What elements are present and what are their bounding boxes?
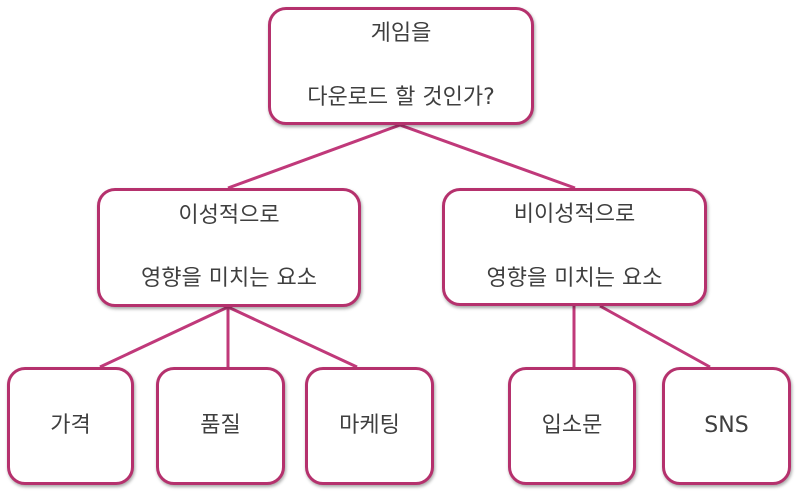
leaf-word-of-mouth: 입소문 <box>508 367 636 485</box>
leaf-price-label: 가격 <box>50 413 91 439</box>
root-node: 게임을 다운로드 할 것인가? <box>268 7 534 125</box>
leaf-price: 가격 <box>7 367 134 485</box>
edge-rational-marketing <box>227 305 358 369</box>
edge-rational-price <box>99 305 229 369</box>
edge-root-rational <box>227 123 401 190</box>
root-line-2: 다운로드 할 것인가? <box>307 84 495 110</box>
root-line-1: 게임을 <box>370 21 432 47</box>
rational-line-2: 영향을 미치는 요소 <box>141 266 317 292</box>
edge-irrational-sns <box>599 304 711 369</box>
leaf-sns: SNS <box>662 367 791 485</box>
irrational-line-1: 비이성적으로 <box>513 202 636 228</box>
irrational-factors-node: 비이성적으로 영향을 미치는 요소 <box>442 188 707 306</box>
leaf-marketing: 마케팅 <box>305 367 434 485</box>
irrational-line-2: 영향을 미치는 요소 <box>486 265 663 291</box>
leaf-marketing-label: 마케팅 <box>339 413 400 439</box>
rational-factors-node: 이성적으로 영향을 미치는 요소 <box>97 188 361 307</box>
rational-line-1: 이성적으로 <box>178 202 280 228</box>
leaf-quality: 품질 <box>156 367 285 485</box>
edge-root-irrational <box>399 123 576 190</box>
leaf-sns-label: SNS <box>704 413 749 439</box>
leaf-word-of-mouth-label: 입소문 <box>541 413 603 439</box>
leaf-quality-label: 품질 <box>200 413 241 439</box>
